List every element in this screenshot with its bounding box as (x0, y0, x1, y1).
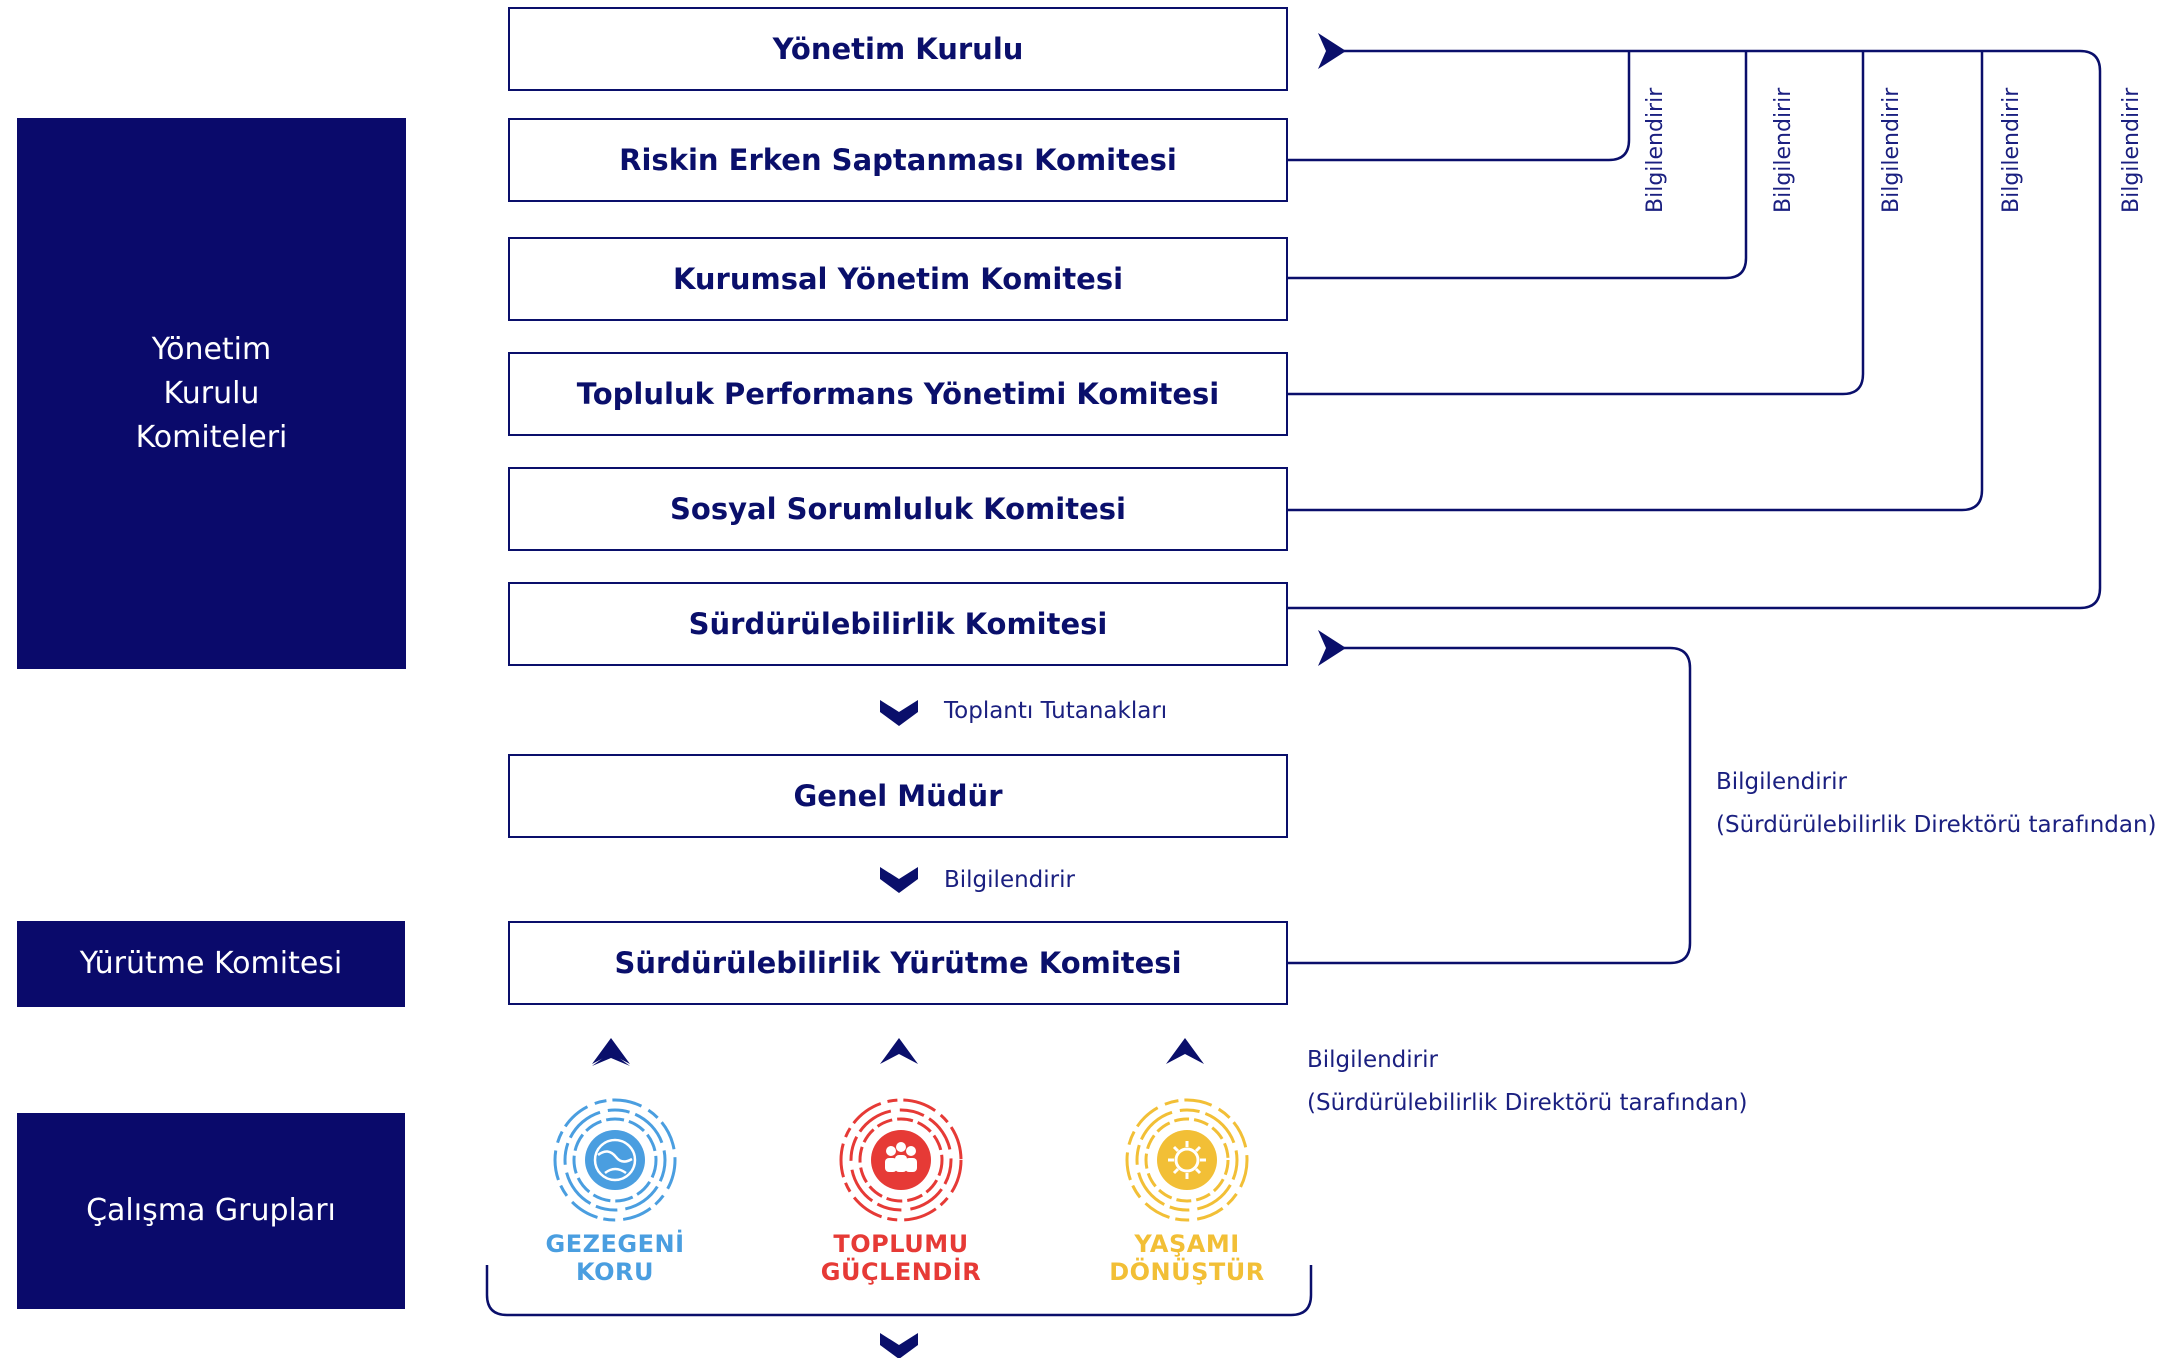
box-label: Riskin Erken Saptanması Komitesi (619, 143, 1177, 177)
informs-label: Bilgilendirir (1999, 87, 2024, 213)
panel-line-3: Komiteleri (135, 419, 288, 455)
group-title-line-2: DÖNÜŞTÜR (1109, 1258, 1265, 1286)
gear-icon (1125, 1098, 1249, 1222)
chevron-up-icon (592, 1052, 630, 1066)
board-box: Yönetim Kurulu (508, 7, 1288, 91)
informs-label: Bilgilendirir (1879, 87, 1904, 213)
box-label: Kurumsal Yönetim Komitesi (672, 262, 1124, 296)
arrow-left-icon (1318, 33, 1346, 69)
informs-label: Bilgilendirir (2119, 87, 2144, 213)
working-groups-panel: Çalışma Grupları (17, 1113, 405, 1309)
panel-label: Yürütme Komitesi (79, 946, 343, 981)
group-title-line-1: YAŞAMI (1134, 1230, 1240, 1258)
box-label: Yönetim Kurulu (772, 32, 1024, 66)
by-director-label: (Sürdürülebilirlik Direktörü tarafından) (1716, 812, 2157, 838)
by-director-label: (Sürdürülebilirlik Direktörü tarafından) (1307, 1090, 1748, 1116)
arrow-left-icon (1318, 630, 1346, 666)
chevron-up-icon (592, 1038, 630, 1064)
chevron-down-icon (880, 1333, 918, 1358)
box-label: Genel Müdür (793, 779, 1003, 813)
box-label: Sürdürülebilirlik Yürütme Komitesi (614, 946, 1182, 980)
box-label: Topluluk Performans Yönetimi Komitesi (576, 377, 1220, 411)
panel-label: Çalışma Grupları (86, 1193, 336, 1228)
box-label: Sürdürülebilirlik Komitesi (688, 607, 1108, 641)
general-manager-box: Genel Müdür (508, 754, 1288, 838)
social-responsibility-box: Sosyal Sorumluluk Komitesi (508, 467, 1288, 551)
group-title-line-1: GEZEGENİ (545, 1230, 685, 1258)
informs-label: Bilgilendirir (1771, 87, 1796, 213)
people-icon (839, 1098, 963, 1222)
box-label: Sosyal Sorumluluk Komitesi (670, 492, 1126, 526)
working-group-logo-planet: GEZEGENİ KORU (515, 1095, 715, 1286)
panel-line-2: Kurulu (163, 375, 260, 411)
group-title-line-1: TOPLUMU (833, 1230, 969, 1258)
informs-label: Bilgilendirir (1307, 1047, 1438, 1073)
informs-label: Bilgilendirir (1716, 769, 1847, 795)
group-title-line-2: GÜÇLENDİR (820, 1258, 982, 1286)
board-committees-panel: Yönetim Kurulu Komiteleri (17, 118, 406, 669)
working-group-logo-life: YAŞAMI DÖNÜŞTÜR (1087, 1095, 1287, 1286)
corporate-governance-box: Kurumsal Yönetim Komitesi (508, 237, 1288, 321)
working-group-logo-society: TOPLUMU GÜÇLENDİR (801, 1095, 1001, 1286)
community-performance-box: Topluluk Performans Yönetimi Komitesi (508, 352, 1288, 436)
chevron-down-icon (880, 700, 918, 726)
chevron-up-icon (880, 1038, 918, 1064)
chevron-up-icon (1166, 1038, 1204, 1064)
panel-line-1: Yönetim (151, 331, 272, 367)
sustainability-exec-box: Sürdürülebilirlik Yürütme Komitesi (508, 921, 1288, 1005)
sustainability-committee-box: Sürdürülebilirlik Komitesi (508, 582, 1288, 666)
globe-icon (553, 1098, 677, 1222)
meeting-minutes-label: Toplantı Tutanakları (944, 698, 1168, 724)
risk-committee-box: Riskin Erken Saptanması Komitesi (508, 118, 1288, 202)
informs-label: Bilgilendirir (1643, 87, 1668, 213)
chevron-down-icon (880, 867, 918, 893)
group-title-line-2: KORU (576, 1258, 654, 1286)
executive-committee-panel: Yürütme Komitesi (17, 921, 405, 1007)
informs-label: Bilgilendirir (944, 867, 1075, 893)
